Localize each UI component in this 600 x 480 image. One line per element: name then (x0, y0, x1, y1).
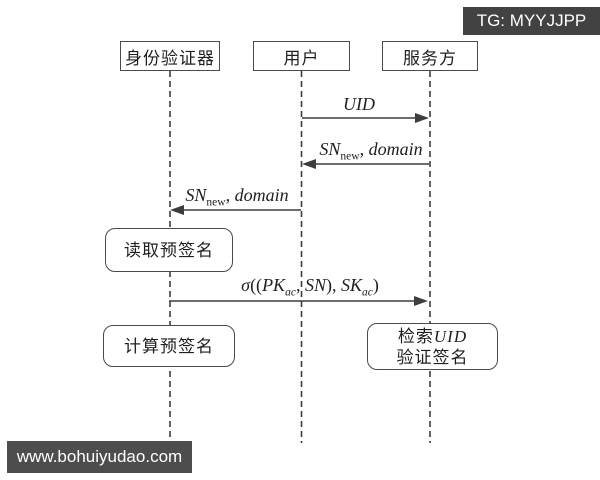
action-compute-presignature: 计算预签名 (103, 325, 235, 367)
action-retrieve-uid-verify-signature: 检索UID 验证签名 (367, 323, 498, 370)
action-read-presignature: 读取预签名 (105, 228, 233, 272)
arrowhead-left-icon (170, 205, 184, 215)
actor-service: 服务方 (382, 41, 478, 71)
arrowhead-right-icon (414, 296, 428, 306)
arrowhead-left-icon (302, 159, 316, 169)
actor-user: 用户 (253, 41, 350, 71)
action-label: 读取预签名 (124, 240, 214, 260)
arrowhead-right-icon (415, 113, 429, 123)
message-label-snnew-domain-1: SNnew, domain (319, 139, 423, 163)
tg-watermark-badge: TG: MYYJJPP (463, 7, 600, 35)
action-label-line1: 检索UID (397, 326, 468, 346)
message-label-uid: UID (343, 94, 375, 114)
action-label: 计算预签名 (124, 336, 214, 356)
actor-authenticator: 身份验证器 (120, 41, 220, 71)
message-label-sigma: σ((PKac, SN), SKac) (241, 275, 379, 299)
message-label-snnew-domain-2: SNnew, domain (185, 185, 289, 209)
website-watermark-badge: www.bohuiyudao.com (7, 441, 192, 473)
action-label-line2: 验证签名 (396, 347, 469, 367)
